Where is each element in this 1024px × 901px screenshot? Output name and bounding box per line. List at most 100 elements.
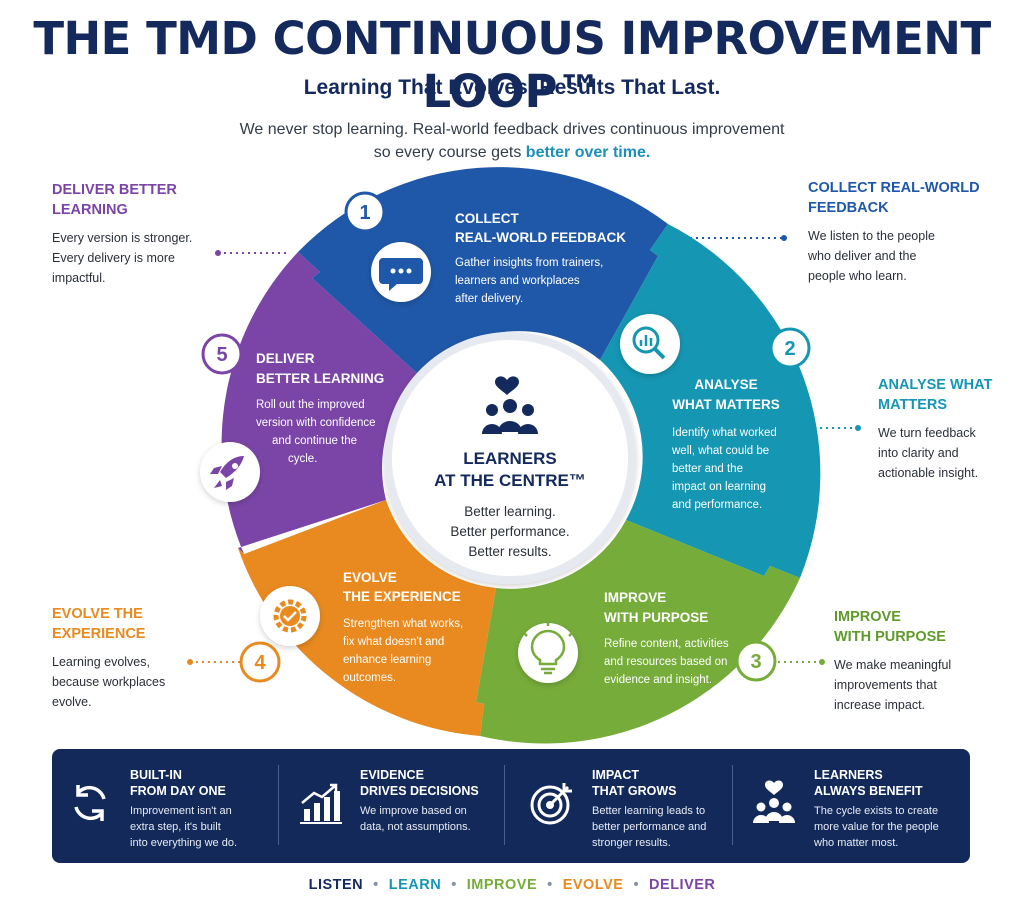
segment-deliver[interactable] bbox=[221, 252, 420, 554]
banner-title: EVIDENCE DRIVES DECISIONS bbox=[360, 767, 479, 799]
side-note-evolve-text: Learning evolves, because workplaces evo… bbox=[52, 652, 222, 712]
footer-step-deliver: DELIVER bbox=[649, 877, 716, 893]
segment-title-line: WITH PURPOSE bbox=[604, 610, 708, 625]
intro-highlight: better over time. bbox=[525, 144, 651, 161]
intro-line-2-prefix: so every course gets bbox=[373, 144, 526, 161]
refresh-cycle-icon bbox=[74, 785, 106, 821]
side-note-analyse-title-2: MATTERS bbox=[878, 397, 948, 413]
icon-circle bbox=[518, 623, 578, 683]
bar-chart-growth-icon bbox=[300, 783, 342, 824]
banner-title-line: IMPACT bbox=[592, 768, 639, 782]
banner-text-line: stronger results. bbox=[592, 837, 671, 849]
side-note-line: Learning evolves, bbox=[52, 655, 150, 669]
side-note-deliver-title-1: DELIVER BETTER bbox=[52, 182, 177, 198]
segment-4-content: 4 EVOLVE THE EXPERIENCE Strengthen what … bbox=[239, 570, 463, 684]
segment-evolve[interactable] bbox=[238, 500, 496, 736]
page-title: THE TMD CONTINUOUS IMPROVEMENT LOOP™ bbox=[33, 12, 991, 118]
segment-collect[interactable] bbox=[298, 167, 668, 376]
segment-text-line: Refine content, activities bbox=[604, 638, 729, 650]
banner-title: IMPACT THAT GROWS bbox=[592, 767, 676, 799]
step-number: 1 bbox=[359, 202, 370, 224]
side-note-improve-text: We make meaningful improvements that inc… bbox=[834, 655, 1014, 715]
side-note-line: Every delivery is more bbox=[52, 251, 175, 265]
segment-analyse[interactable] bbox=[600, 224, 821, 578]
segment-text-line: well, what could be bbox=[671, 445, 769, 457]
side-note-collect-title: COLLECT REAL-WORLD FEEDBACK bbox=[808, 178, 1008, 218]
footer-separator: • bbox=[633, 877, 640, 893]
segment-title-line: IMPROVE bbox=[604, 590, 666, 605]
segment-text-line: better and the bbox=[672, 463, 743, 475]
segment-text-line: evidence and insight. bbox=[604, 674, 712, 686]
side-note-collect-text: We listen to the people who deliver and … bbox=[808, 226, 1008, 286]
side-note-analyse-title-1: ANALYSE WHAT bbox=[878, 377, 993, 393]
side-note-deliver-text: Every version is stronger. Every deliver… bbox=[52, 228, 222, 288]
banner-item-built-in: BUILT-IN FROM DAY ONE Improvement isn't … bbox=[52, 749, 278, 863]
side-note-evolve-title-2: EXPERIENCE bbox=[52, 626, 146, 642]
banner-text-line: data, not assumptions. bbox=[360, 821, 471, 833]
step-number-badge bbox=[201, 333, 243, 375]
side-note-line: evolve. bbox=[52, 695, 92, 709]
step-number: 5 bbox=[216, 344, 227, 366]
gear-check-icon bbox=[273, 599, 307, 633]
side-note-line: who deliver and the bbox=[808, 249, 917, 263]
loop-segments bbox=[221, 167, 821, 744]
segment-text-line: Gather insights from trainers, bbox=[455, 257, 603, 269]
footer-step-learn: LEARN bbox=[388, 877, 442, 893]
segment-5-content: 5 DELIVER BETTER LEARNING Roll out the i… bbox=[200, 333, 384, 502]
chat-bubble-icon bbox=[379, 258, 423, 291]
side-note-improve-title: IMPROVE WITH PURPOSE bbox=[834, 607, 1014, 647]
step-number-badge bbox=[735, 640, 777, 682]
side-note-evolve: EVOLVE THE EXPERIENCE Learning evolves, … bbox=[52, 604, 222, 712]
side-note-analyse-text: We turn feedback into clarity and action… bbox=[878, 423, 1018, 483]
banner-text-line: Improvement isn't an bbox=[130, 805, 232, 817]
target-arrow-icon bbox=[530, 783, 572, 825]
step-number: 4 bbox=[254, 652, 266, 674]
segment-text-line: Strengthen what works, bbox=[343, 618, 463, 630]
magnifier-chart-icon bbox=[632, 326, 666, 360]
banner-item-learners: LEARNERS ALWAYS BENEFIT The cycle exists… bbox=[736, 749, 966, 863]
segment-text-line: impact on learning bbox=[672, 481, 766, 493]
side-note-line: actionable insight. bbox=[878, 466, 979, 480]
segment-title-line: WHAT MATTERS bbox=[672, 397, 779, 412]
segment-title-line: COLLECT bbox=[455, 211, 519, 226]
banner-text: We improve based on data, not assumption… bbox=[360, 803, 498, 835]
side-note-line: We turn feedback bbox=[878, 426, 976, 440]
side-note-analyse: ANALYSE WHAT MATTERS We turn feedback in… bbox=[878, 375, 1018, 483]
side-note-collect: COLLECT REAL-WORLD FEEDBACK We listen to… bbox=[808, 178, 1008, 286]
side-note-line: into clarity and bbox=[878, 446, 959, 460]
segment-title-line: DELIVER bbox=[256, 351, 315, 366]
side-note-analyse-title: ANALYSE WHAT MATTERS bbox=[878, 375, 1018, 415]
segment-text-line: fix what doesn't and bbox=[343, 636, 444, 648]
banner-text-line: The cycle exists to create bbox=[814, 805, 939, 817]
segment-title-line: EVOLVE bbox=[343, 570, 397, 585]
banner-text: The cycle exists to create more value fo… bbox=[814, 803, 964, 851]
footer-separator: • bbox=[373, 877, 379, 893]
segment-title-line: THE EXPERIENCE bbox=[343, 589, 461, 604]
banner-title-line: EVIDENCE bbox=[360, 768, 424, 782]
side-note-line: impactful. bbox=[52, 271, 106, 285]
side-note-evolve-title: EVOLVE THE EXPERIENCE bbox=[52, 604, 222, 644]
footer-step-evolve: EVOLVE bbox=[562, 877, 624, 893]
banner-title-line: BUILT-IN bbox=[130, 768, 182, 782]
side-note-line: We make meaningful bbox=[834, 658, 952, 672]
segment-text-line: enhance learning bbox=[343, 654, 431, 666]
step-number: 2 bbox=[784, 338, 795, 360]
banner-title-line: ALWAYS BENEFIT bbox=[814, 784, 923, 798]
banner-divider bbox=[278, 765, 279, 845]
banner-text-line: We improve based on bbox=[360, 805, 467, 817]
segment-1-content: 1 COLLECT REAL-WORLD FEEDBACK Gather ins… bbox=[344, 191, 626, 305]
banner-title-line: LEARNERS bbox=[814, 768, 883, 782]
people-heart-icon bbox=[753, 780, 795, 823]
side-note-collect-title-2: FEEDBACK bbox=[808, 200, 889, 216]
side-note-deliver-title: DELIVER BETTER LEARNING bbox=[52, 180, 222, 220]
segment-title-line: REAL-WORLD FEEDBACK bbox=[455, 230, 626, 245]
intro-line-1: We never stop learning. Real-world feedb… bbox=[239, 121, 785, 138]
segment-text-line: Roll out the improved bbox=[256, 399, 365, 411]
step-number-badge bbox=[239, 641, 281, 683]
segment-2-content: 2 ANALYSE WHAT MATTERS Identify what wor… bbox=[620, 314, 811, 511]
center-title-1: LEARNERS bbox=[463, 449, 557, 468]
footer-step-listen: LISTEN bbox=[308, 877, 364, 893]
segment-improve[interactable] bbox=[476, 520, 800, 744]
segment-text-line: Identify what worked bbox=[672, 427, 777, 439]
segment-text-line: after delivery. bbox=[455, 293, 523, 305]
